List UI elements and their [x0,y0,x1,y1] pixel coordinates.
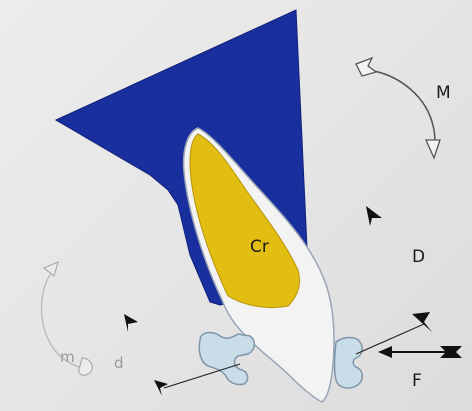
pointer-arrowhead-left-icon [124,314,138,332]
labial-bracket [335,338,363,389]
pointer-arrowhead-upper-icon [366,206,382,226]
label-crown: Cr [250,237,269,257]
moment-arrow-small-tail-icon [44,262,58,276]
label-direction-small: d [114,354,124,372]
moment-arrow-large-arc [368,70,435,154]
pointer-arrowhead-bottom-icon [154,380,168,396]
force-arrow-head-icon [378,346,392,358]
pointer-arrowhead-right-icon [412,312,432,332]
label-direction-large: D [412,247,425,267]
moment-arrow-small-head-icon [79,358,93,375]
moment-arrow-large-head-icon [426,140,440,158]
moment-arrow-large-tail-icon [356,58,376,76]
label-force: F [412,371,422,391]
label-moment-small: m [60,348,75,366]
label-moment-large: M [436,83,451,103]
lingual-bracket [199,333,254,385]
